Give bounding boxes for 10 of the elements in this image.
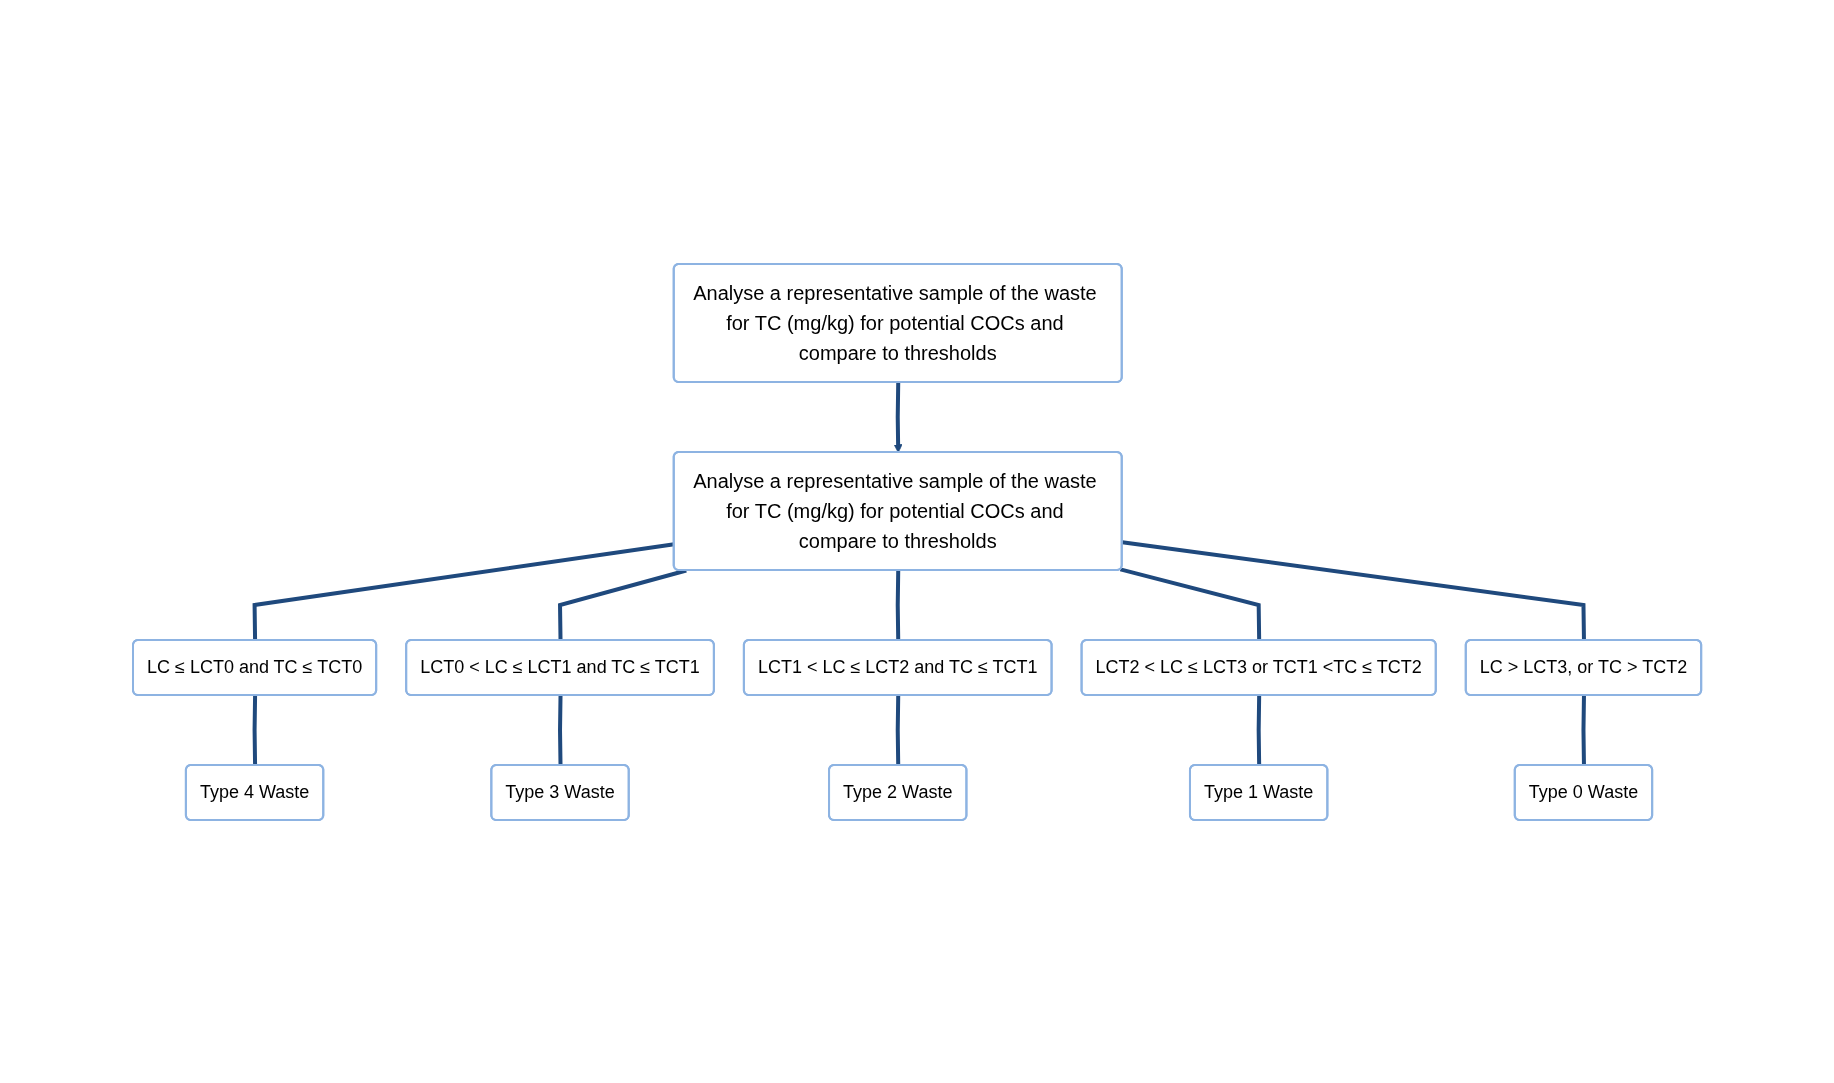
connector [557, 568, 687, 641]
connector [1581, 694, 1586, 766]
connector [252, 694, 257, 766]
arrow [893, 381, 903, 453]
connector [1119, 566, 1262, 641]
connector [1256, 694, 1262, 766]
connector [895, 569, 901, 641]
connector [557, 694, 563, 766]
connector [1121, 539, 1586, 641]
connector [895, 694, 901, 766]
